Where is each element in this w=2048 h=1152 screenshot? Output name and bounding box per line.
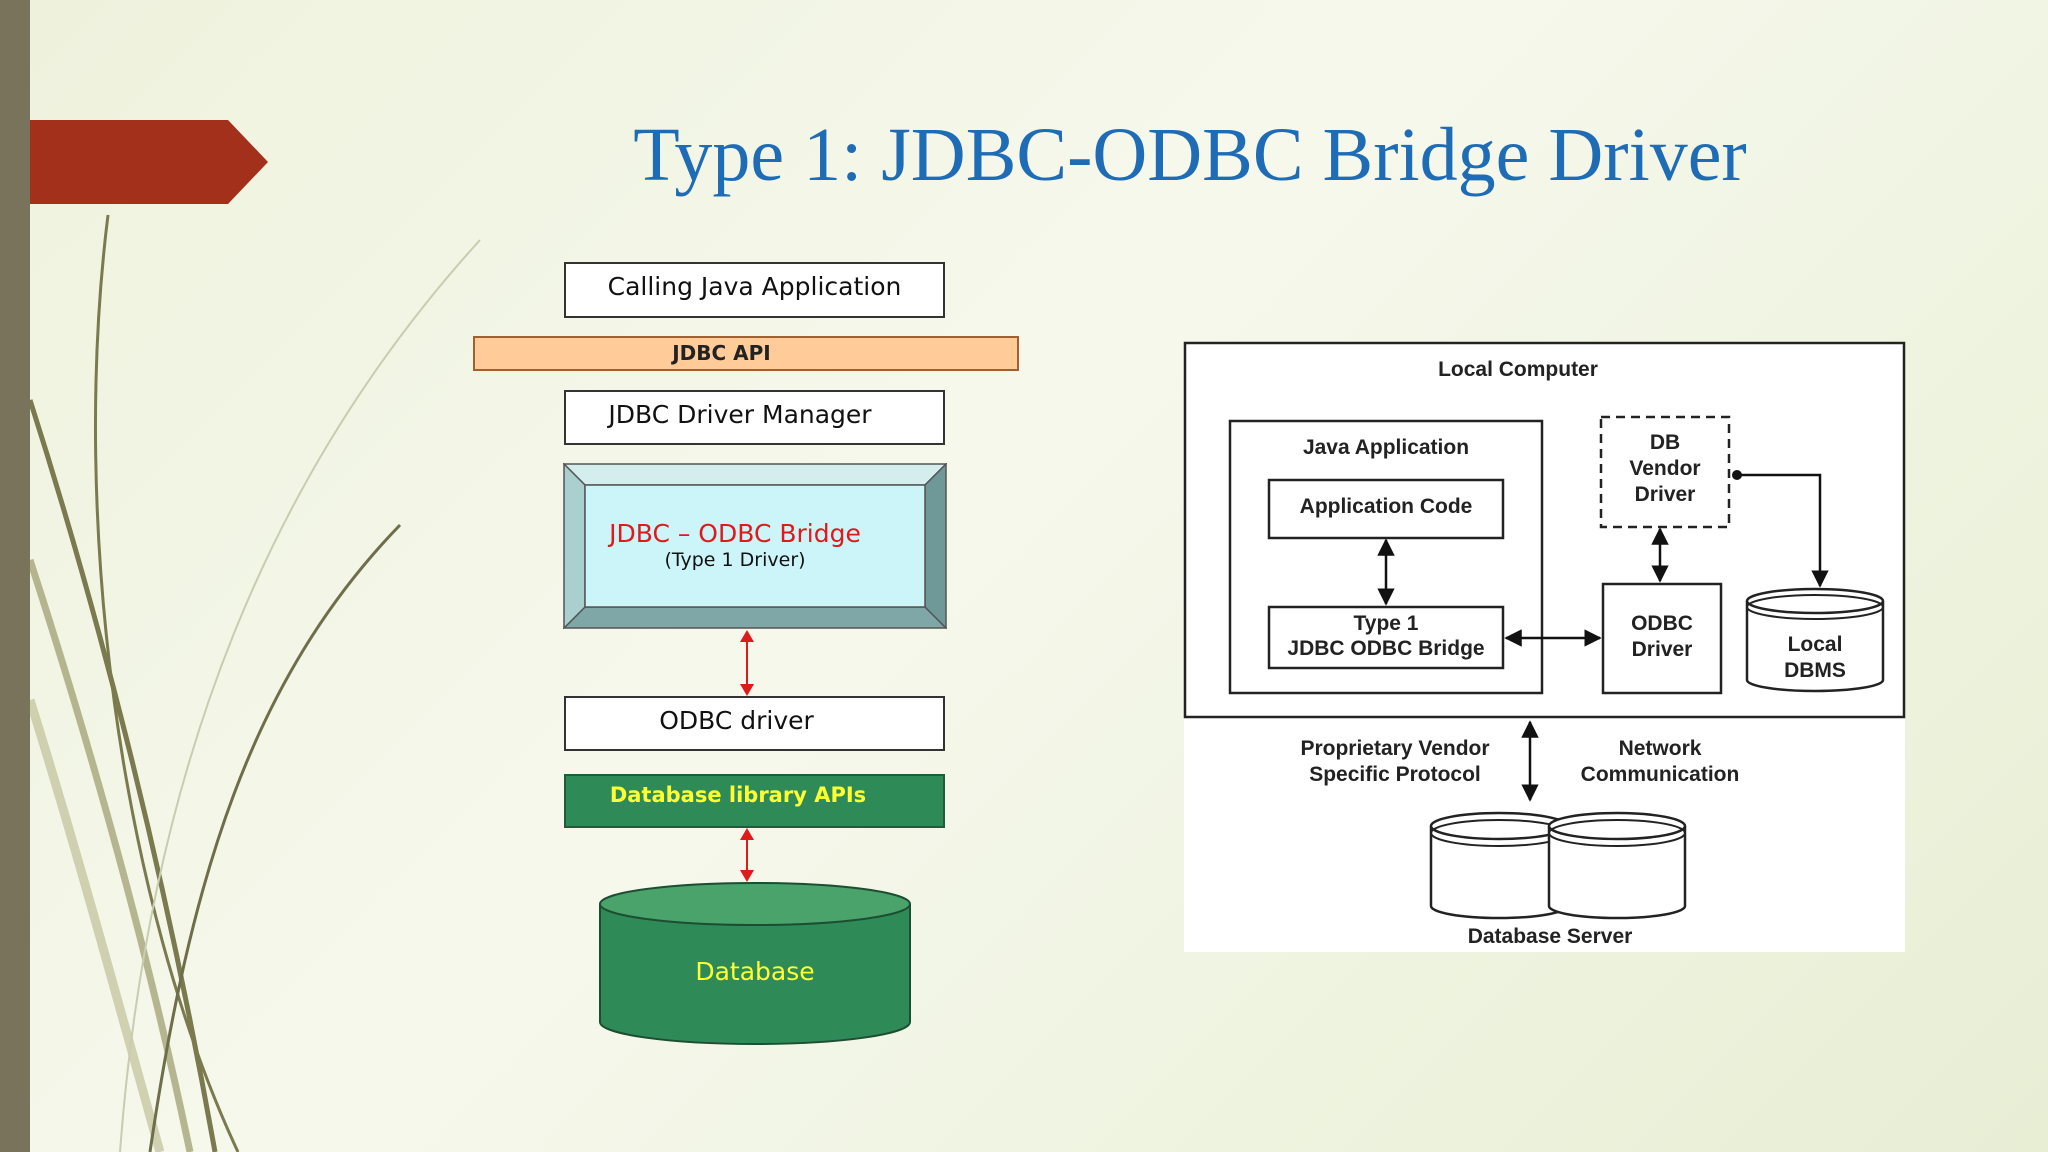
db-vendor-line2: Vendor [1629,457,1701,480]
driver-manager-box [564,390,945,445]
swoosh-line [27,399,218,1152]
db-vendor-line1: DB [1649,431,1681,454]
odbc-driver-line1: ODBC [1631,612,1693,635]
db-vendor-line3: Driver [1634,483,1696,506]
odbc-driver-label: ODBC driver [659,706,814,735]
bridge-title: JDBC – ODBC Bridge [609,519,861,548]
swoosh-line [25,698,165,1152]
swoosh-line [148,523,402,1152]
driver-manager-label: JDBC Driver Manager [608,400,872,429]
calling-app-box [564,262,945,318]
database-server-label: Database Server [1467,925,1633,948]
odbc-driver-box [564,696,945,751]
db-library-box [564,774,945,828]
local-dbms-line2: DBMS [1784,659,1846,682]
database-label: Database [695,957,815,986]
double-arrow-red [740,828,754,882]
type1-label-line1: Type 1 [1353,612,1419,635]
page-title: Type 1: JDBC-ODBC Bridge Driver [633,113,1747,197]
title-accent-arrow [0,120,268,204]
swoosh-line [26,558,194,1152]
bridge-bevel-box [563,463,947,629]
calling-app-label: Calling Java Application [607,272,902,301]
odbc-driver-line2: Driver [1631,638,1693,661]
jdbc-api-bar [473,336,1019,371]
network-communication-line2: Communication [1580,763,1740,786]
double-arrow-red [740,630,754,696]
network-communication-line1: Network [1618,737,1702,760]
local-dbms-line1: Local [1787,633,1843,656]
bridge-subtitle: (Type 1 Driver) [664,549,806,571]
jdbc-api-label: JDBC API [672,341,771,365]
type1-label-line2: JDBC ODBC Bridge [1287,637,1485,660]
proprietary-protocol-line2: Specific Protocol [1309,763,1481,786]
local-computer-label: Local Computer [1438,358,1598,381]
java-application-label: Java Application [1302,436,1470,459]
proprietary-protocol-line1: Proprietary Vendor [1300,737,1490,760]
database-cylinder [599,882,911,1045]
db-library-label: Database library APIs [609,783,867,807]
left-accent-bar [0,0,30,1152]
application-code-label: Application Code [1299,495,1473,518]
swoosh-line [119,239,481,1152]
